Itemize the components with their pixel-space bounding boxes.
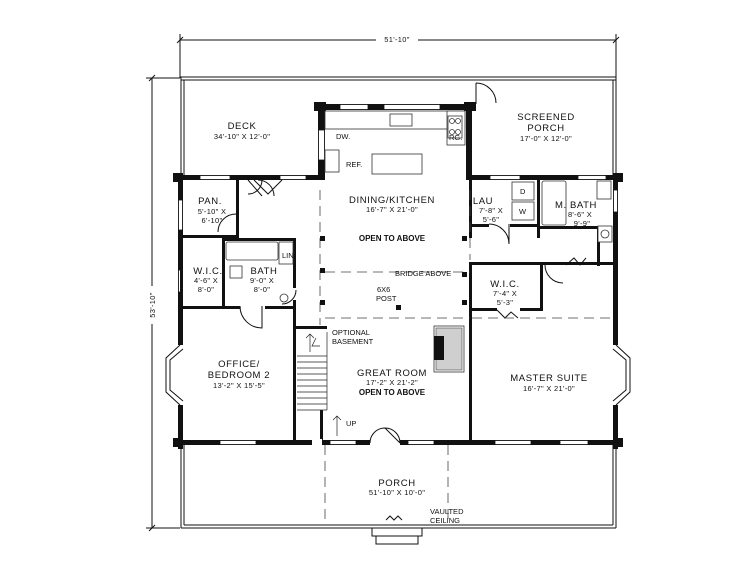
deck-size: 34'-10" X 12'-0": [214, 132, 270, 141]
stairs: [297, 332, 342, 436]
master-suite-size: 16'-7" X 21'-0": [523, 384, 575, 393]
master-suite-name: MASTER SUITE: [510, 373, 587, 384]
office-name-1: OFFICE/: [218, 359, 260, 370]
dining-kitchen-name: DINING/KITCHEN: [349, 195, 435, 206]
linen-label: LIN: [282, 251, 294, 260]
master-wic-size-1: 7'-4" X: [493, 289, 517, 298]
dining-kitchen-size: 16'-7" X 21'-0": [366, 205, 418, 214]
screened-porch-name-2: PORCH: [527, 123, 564, 134]
office-bay-window: [165, 344, 181, 406]
master-bath-name: M. BATH: [555, 200, 597, 211]
bath-size-1: 9'-0" X: [250, 276, 274, 285]
refrigerator-label: REF.: [346, 160, 362, 169]
master-wic-name: W.I.C.: [490, 279, 519, 290]
laundry-size-2: 5'-6": [483, 215, 499, 224]
great-room-size: 17'-2" X 21'-2": [366, 378, 418, 387]
pantry-size-2: 6'-10": [202, 216, 223, 225]
screened-porch-name-1: SCREENED: [517, 112, 575, 123]
dining-kitchen-note: OPEN TO ABOVE: [359, 234, 426, 243]
deck-name: DECK: [228, 121, 257, 132]
post-label-1: 6X6: [377, 285, 390, 294]
master-bath-size-2: 9'-9": [574, 219, 590, 228]
pantry-size-1: 5'-10" X: [198, 207, 227, 216]
porch-size: 51'-10" X 10'-0": [369, 488, 425, 497]
post-label-2: POST: [376, 294, 397, 303]
porch-steps: [385, 515, 403, 521]
pantry-name: PAN.: [198, 196, 222, 207]
vaulted-label-2: CEILING: [430, 516, 460, 525]
master-bay-window: [615, 344, 631, 406]
dryer-label: D: [520, 187, 526, 196]
range-label: RG.: [449, 133, 462, 142]
kitchen-fixtures: [324, 110, 466, 175]
master-wic-size-2: 5'-3": [497, 298, 513, 307]
plan-notes: DW. RG. REF. BRIDGE ABOVE 6X6 POST OPTIO…: [282, 132, 527, 525]
laundry-size-1: 7'-8" X: [479, 206, 503, 215]
windows: [178, 104, 618, 445]
office-size: 13'-2" X 15'-5": [213, 381, 265, 390]
screened-porch-size: 17'-0" X 12'-0": [520, 134, 572, 143]
interior-walls: [180, 178, 615, 442]
laundry-name: LAU: [473, 196, 493, 207]
basement-label-1: OPTIONAL: [332, 328, 370, 337]
up-label: UP: [346, 419, 356, 428]
fireplace: [433, 325, 465, 373]
bath-size-2: 8'-0": [254, 285, 270, 294]
bridge-above-label: BRIDGE ABOVE: [395, 269, 451, 278]
wic-left-size-2: 8'-0": [198, 285, 214, 294]
basement-label-2: BASEMENT: [332, 337, 374, 346]
posts: [320, 236, 467, 310]
bath-fixtures: [225, 180, 613, 303]
overall-depth-label: 53'-10": [148, 292, 157, 317]
wic-left-size-1: 4'-6" X: [194, 276, 218, 285]
porch-outline: [180, 444, 617, 545]
master-bath-size-1: 8'-6" X: [568, 210, 592, 219]
washer-label: W: [519, 207, 527, 216]
overall-width-label: 51'-10": [384, 35, 409, 44]
deck-outline: [180, 76, 617, 176]
bath-name: BATH: [250, 266, 277, 277]
doors: [217, 82, 587, 446]
great-room-note: OPEN TO ABOVE: [359, 388, 426, 397]
dishwasher-label: DW.: [336, 132, 350, 141]
porch-name: PORCH: [378, 478, 415, 489]
vaulted-label-1: VAULTED: [430, 507, 464, 516]
great-room-name: GREAT ROOM: [357, 368, 427, 379]
office-name-2: BEDROOM 2: [208, 370, 270, 381]
room-labels: DECK 34'-10" X 12'-0" SCREENED PORCH 17'…: [193, 112, 597, 497]
wic-left-name: W.I.C.: [193, 266, 222, 277]
